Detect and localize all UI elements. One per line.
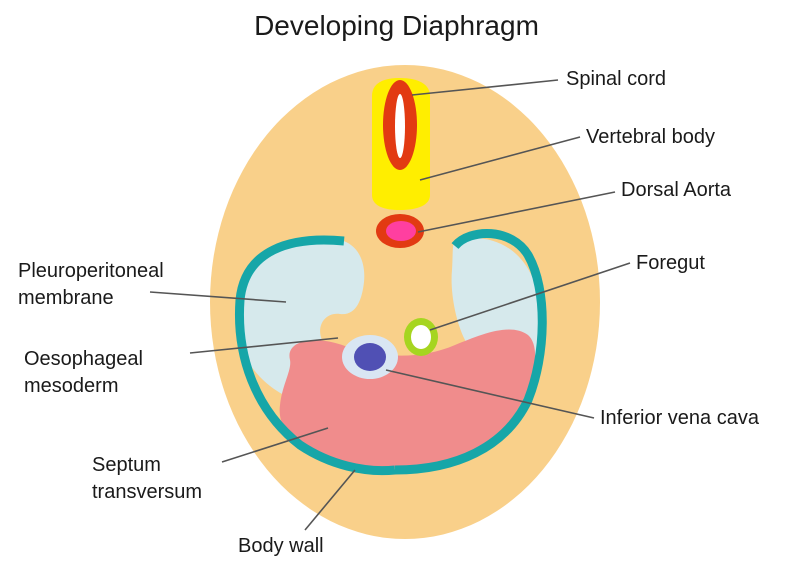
label-oesophageal-line1: Oesophageal (24, 346, 143, 373)
label-spinal-cord: Spinal cord (566, 66, 666, 93)
label-vertebral-body: Vertebral body (586, 124, 715, 151)
label-inferior-vena-cava: Inferior vena cava (600, 405, 759, 432)
label-pleuroperitoneal-line1: Pleuroperitoneal (18, 258, 164, 285)
label-foregut: Foregut (636, 250, 705, 277)
spinal-canal (395, 94, 405, 158)
label-dorsal-aorta: Dorsal Aorta (621, 177, 731, 204)
inferior-vena-cava (354, 343, 386, 371)
label-oesophageal-line2: mesoderm (24, 373, 118, 400)
foregut-lumen (411, 325, 431, 349)
dorsal-aorta-lumen (386, 221, 416, 241)
label-septum-line2: transversum (92, 479, 202, 506)
label-pleuroperitoneal-line2: membrane (18, 285, 114, 312)
label-body-wall: Body wall (238, 533, 324, 560)
label-septum-line1: Septum (92, 452, 161, 479)
